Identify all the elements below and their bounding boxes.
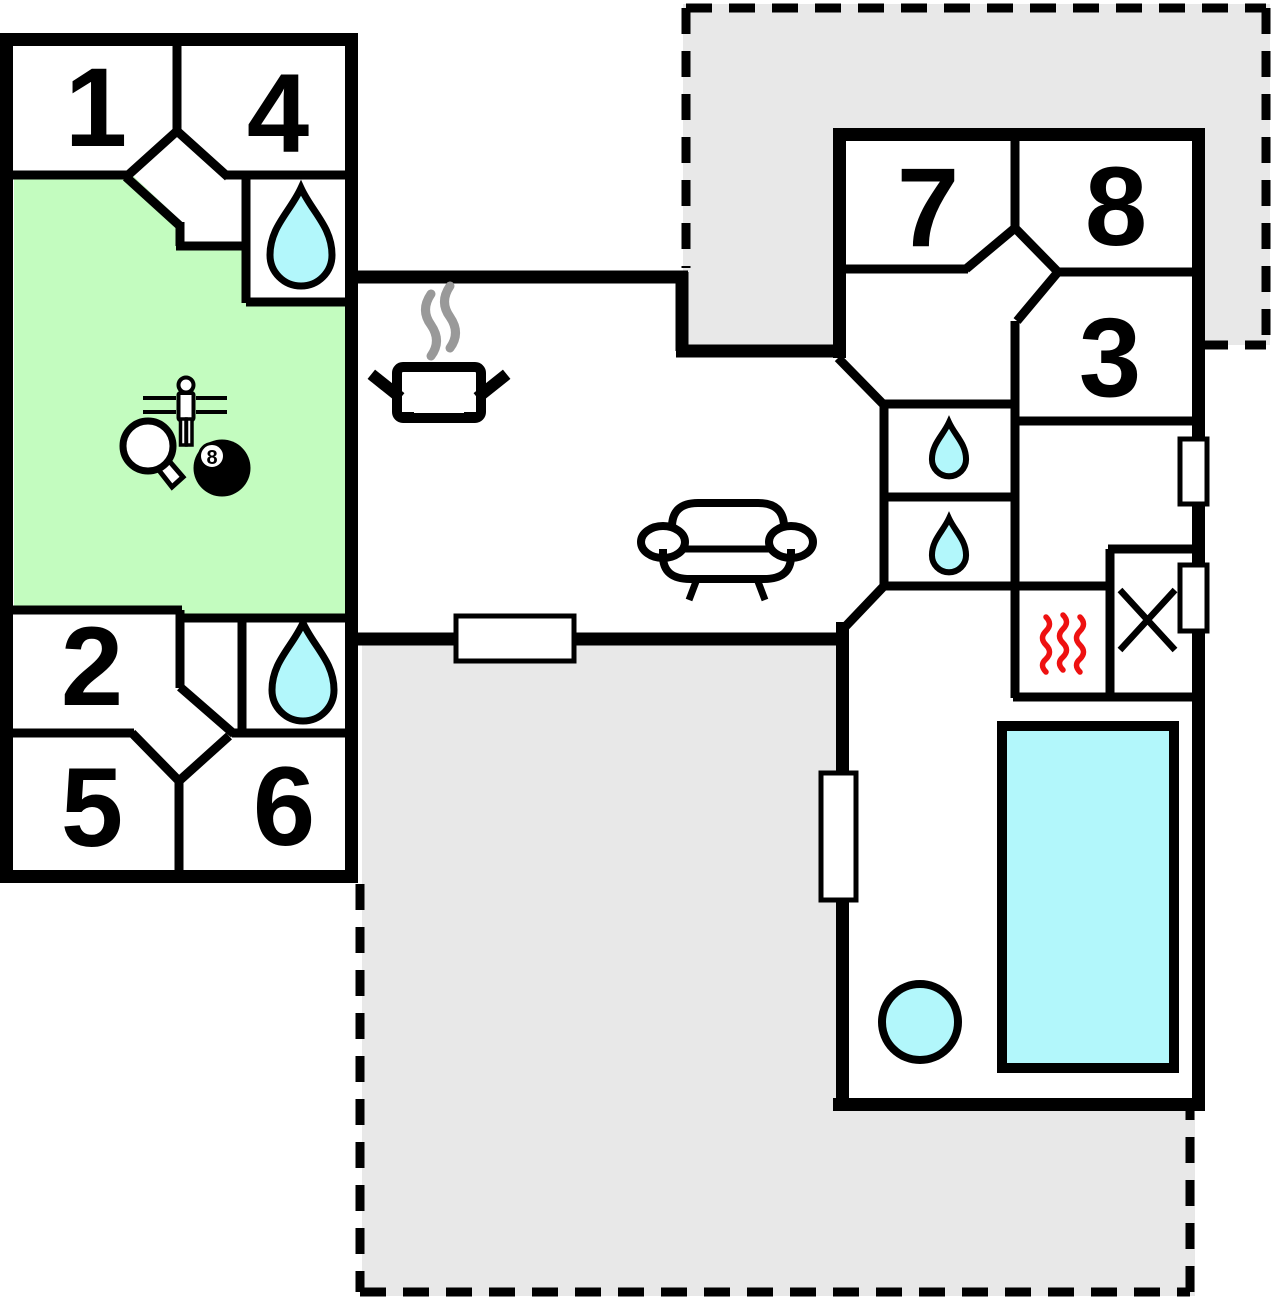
terrace-bottom — [362, 640, 1195, 1296]
living-area-walls — [346, 270, 849, 646]
shower-x-icon — [1117, 587, 1178, 653]
sofa-icon — [637, 499, 817, 602]
water-drop-icon-bath-bottom-left — [268, 614, 338, 725]
steam-icon — [421, 281, 460, 361]
cooking-pot-icon — [367, 362, 511, 423]
room-3-label: 3 — [1079, 295, 1141, 420]
room-2-label: 2 — [61, 604, 123, 729]
room-6-label: 6 — [253, 744, 315, 869]
terrace-dashed-border — [355, 3, 1271, 1297]
water-drop-icon-bath-top-left — [266, 179, 336, 290]
left-building-walls — [0, 33, 358, 883]
water-drop-icon-bath-right-1 — [928, 415, 970, 480]
room-7-label: 7 — [897, 145, 959, 270]
swimming-pool-icon — [997, 721, 1179, 1073]
sauna-heat-icon — [1039, 612, 1087, 675]
eight-ball-icon: 8 — [193, 439, 251, 497]
table-tennis-paddle-icon — [119, 417, 187, 491]
water-drop-icon-bath-right-2 — [928, 511, 970, 576]
room-4-label: 4 — [247, 51, 309, 176]
window-right-2 — [1177, 562, 1210, 634]
door-pool-room — [818, 770, 859, 903]
foosball-player-icon — [143, 375, 227, 447]
window-living-room — [453, 613, 577, 664]
window-right-1 — [1177, 436, 1210, 507]
room-1-label: 1 — [65, 45, 127, 170]
hot-tub-icon — [878, 980, 962, 1064]
room-5-label: 5 — [61, 745, 123, 870]
eight-ball-number: 8 — [206, 447, 217, 469]
room-8-label: 8 — [1085, 144, 1147, 269]
terrace-top — [683, 4, 1270, 351]
room-labels: 1 4 2 5 6 7 8 3 — [61, 45, 1147, 870]
